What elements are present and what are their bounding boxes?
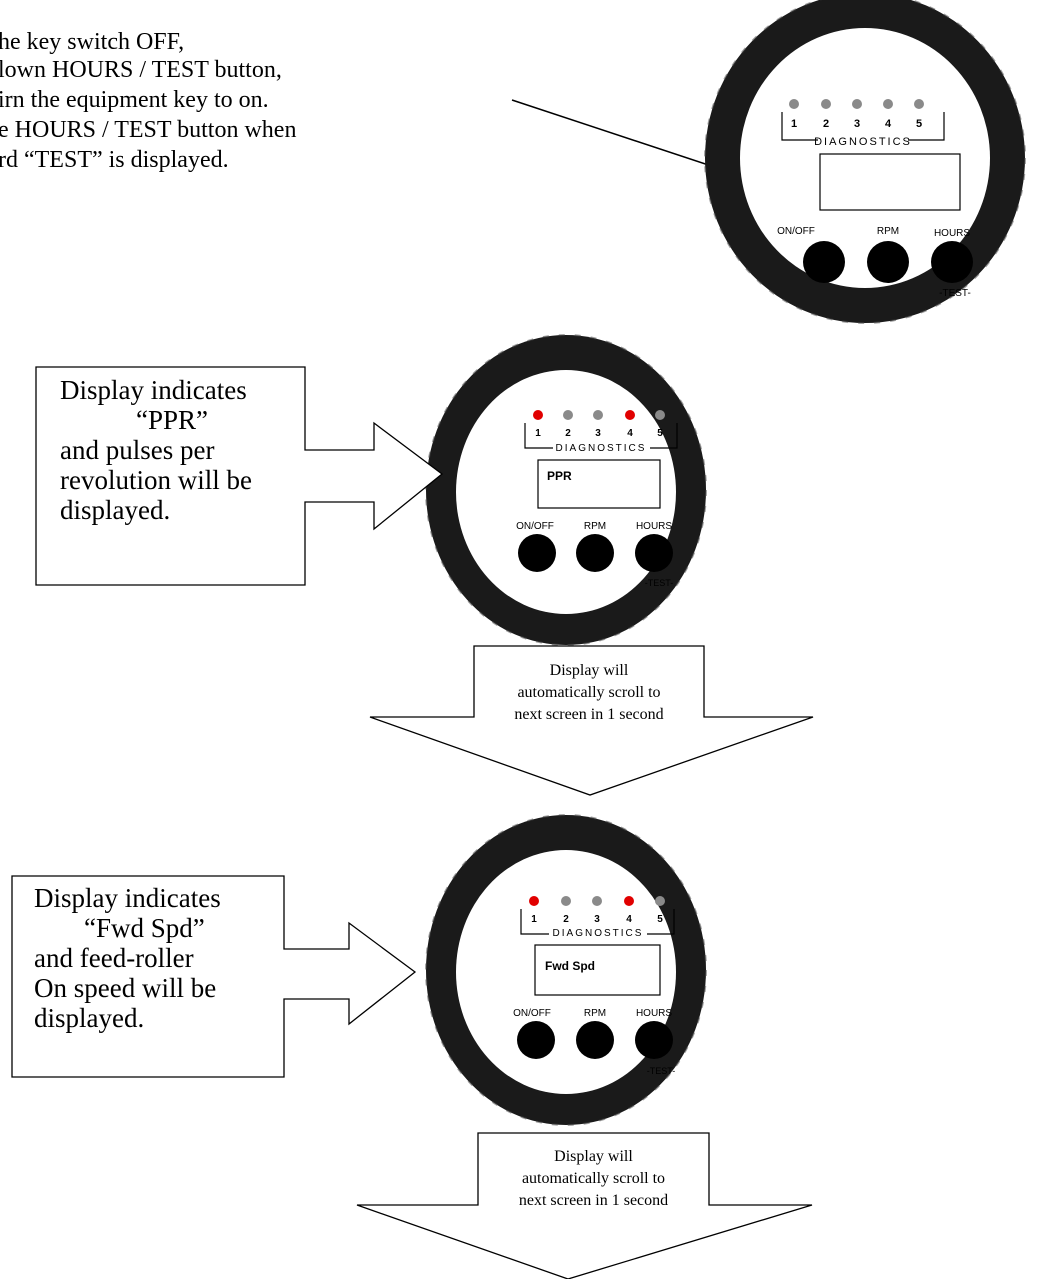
lcd-display <box>819 153 961 211</box>
led-number: 4 <box>627 428 633 439</box>
led-number: 3 <box>854 118 860 130</box>
on-off-label: ON/OFF <box>777 226 815 237</box>
intro-line: e HOURS / TEST button when <box>0 117 297 143</box>
led-number: 2 <box>823 118 829 130</box>
diagnostics-label: DIAGNOSTICS <box>556 443 647 454</box>
rpm-button[interactable] <box>576 1021 614 1059</box>
scroll-line: Display will <box>549 662 629 679</box>
test-label: -TEST- <box>645 578 674 588</box>
gauge-top: 1 2 3 4 5 DIAGNOSTICS ON/OFF RPM HOURS -… <box>704 0 1026 324</box>
hours-label: HOURS <box>636 1008 672 1019</box>
diagnostic-led-3 <box>592 896 602 906</box>
gauge-fwd-spd: 1 2 3 4 5 DIAGNOSTICS Fwd Spd ON/OFF RPM… <box>425 814 707 1126</box>
scroll-text-2: Display will automatically scroll to nex… <box>478 1146 709 1212</box>
callout-line: “Fwd Spd” <box>84 913 205 943</box>
on-off-label: ON/OFF <box>513 1008 551 1019</box>
rpm-button[interactable] <box>576 534 614 572</box>
diagnostic-led-2 <box>821 99 831 109</box>
lcd-display <box>537 459 661 509</box>
led-number: 3 <box>594 914 600 925</box>
rpm-label: RPM <box>877 226 899 237</box>
test-label: -TEST- <box>647 1066 676 1076</box>
led-number: 2 <box>565 428 571 439</box>
led-number: 4 <box>626 914 632 925</box>
callout-line: revolution will be <box>60 465 252 495</box>
led-number: 1 <box>531 914 537 925</box>
diagnostic-led-5 <box>655 410 665 420</box>
callout-line: and feed-roller <box>34 943 194 973</box>
rpm-label: RPM <box>584 1008 606 1019</box>
diagnostic-led-1 <box>529 896 539 906</box>
diagnostic-led-3 <box>852 99 862 109</box>
scroll-text-1: Display will automatically scroll to nex… <box>474 660 704 726</box>
on-off-button[interactable] <box>518 534 556 572</box>
gauge-ppr: 1 2 3 4 5 DIAGNOSTICS PPR ON/OFF RPM HOU… <box>425 334 707 646</box>
callout-line: and pulses per <box>60 435 215 465</box>
on-off-button[interactable] <box>803 241 845 283</box>
diagnostic-led-5 <box>655 896 665 906</box>
hours-label: HOURS <box>636 521 672 532</box>
on-off-button[interactable] <box>517 1021 555 1059</box>
diagnostic-led-5 <box>914 99 924 109</box>
callout-line: Display indicates <box>60 375 247 405</box>
diagnostic-led-3 <box>593 410 603 420</box>
led-number: 5 <box>657 914 663 925</box>
scroll-line: automatically scroll to <box>521 1170 666 1187</box>
callout-fwd-spd-text: Display indicates “Fwd Spd” and feed-rol… <box>34 883 221 1033</box>
diagnostic-led-1 <box>533 410 543 420</box>
diagnostics-label: DIAGNOSTICS <box>553 928 644 939</box>
intro-line: rd “TEST” is displayed. <box>0 147 229 173</box>
led-number: 5 <box>657 428 663 439</box>
callout-line: displayed. <box>60 495 171 525</box>
lcd-display-text: Fwd Spd <box>545 959 595 973</box>
led-number: 1 <box>791 118 797 130</box>
intro-line: lown HOURS / TEST button, <box>0 57 282 83</box>
diagnostics-panel: 1 2 3 4 5 DIAGNOSTICS <box>781 99 945 148</box>
diagnostic-led-2 <box>561 896 571 906</box>
hours-test-button[interactable] <box>635 534 673 572</box>
intro-instructions: he key switch OFF, lown HOURS / TEST but… <box>0 0 420 200</box>
scroll-line: Display will <box>554 1148 633 1165</box>
diagnostic-led-4 <box>625 410 635 420</box>
hours-test-button[interactable] <box>931 241 973 283</box>
led-number: 4 <box>885 118 892 130</box>
intro-line: irn the equipment key to on. <box>0 87 269 113</box>
diagnostic-led-1 <box>789 99 799 109</box>
callout-line: On speed will be <box>34 973 217 1003</box>
diagnostic-led-2 <box>563 410 573 420</box>
scroll-line: automatically scroll to <box>517 684 661 701</box>
hours-test-button[interactable] <box>635 1021 673 1059</box>
diagnostics-panel: 1 2 3 4 5 DIAGNOSTICS <box>524 410 678 454</box>
lcd-display-text: PPR <box>547 469 572 483</box>
lcd-display <box>534 944 661 996</box>
diagnostics-panel: 1 2 3 4 5 DIAGNOSTICS <box>520 896 675 939</box>
led-number: 5 <box>916 118 922 130</box>
rpm-label: RPM <box>584 521 606 532</box>
led-number: 3 <box>595 428 601 439</box>
scroll-line: next screen in 1 second <box>514 706 664 723</box>
scroll-line: next screen in 1 second <box>518 1192 669 1209</box>
hours-label: HOURS <box>934 228 970 239</box>
rpm-button[interactable] <box>867 241 909 283</box>
on-off-label: ON/OFF <box>516 521 554 532</box>
callout-line: displayed. <box>34 1003 145 1033</box>
led-number: 1 <box>535 428 541 439</box>
diagnostic-led-4 <box>883 99 893 109</box>
diagnostic-led-4 <box>624 896 634 906</box>
diagnostics-label: DIAGNOSTICS <box>814 136 912 148</box>
intro-line: he key switch OFF, <box>0 29 185 55</box>
led-number: 2 <box>563 914 569 925</box>
test-label: -TEST- <box>939 288 971 299</box>
callout-line: “PPR” <box>136 405 209 435</box>
callout-line: Display indicates <box>34 883 221 913</box>
callout-ppr-text: Display indicates “PPR” and pulses per r… <box>60 375 252 525</box>
